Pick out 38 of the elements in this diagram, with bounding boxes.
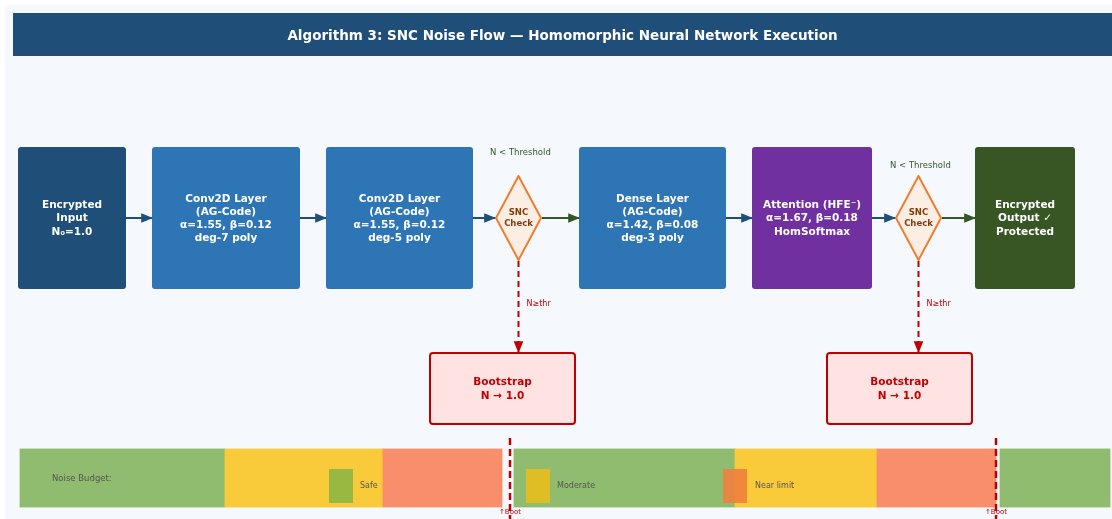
arrow [125,213,154,223]
decision-diamond [895,175,942,261]
legend-label: Safe [360,481,378,490]
node-label: Encrypted Output ✓ Protected [993,198,1057,238]
bootstrap-box [826,352,973,425]
legend-label: Moderate [557,481,596,490]
attention-box [752,147,872,289]
bar-title: Noise Budget: [52,473,112,483]
node-label: Encrypted Input N₀=1.0 [40,198,104,238]
node-label: Dense Layer (AG-Code) α=1.42, β=0.08 deg-3 poly [605,191,700,245]
node-label: Conv2D Layer (AG-Code) α=1.55, β=0.12 deg-7 poly [179,191,273,245]
node-label: Conv2D Layer (AG-Code) α=1.55, β=0.12 deg-5 poly [352,191,447,245]
arrow [871,213,897,223]
arrow [941,213,977,223]
legend-label: Near limit [755,481,795,490]
bootstrap-box [429,352,576,425]
decision-label: SNC Check [503,207,534,229]
condition-label: N < Threshold [490,147,551,157]
edge-label: N≥thr [925,299,952,308]
arrow [725,213,754,223]
condition-label: N < Threshold [890,160,951,170]
node-label: Attention (HFE⁻) α=1.67, β=0.18 HomSoftmax [762,198,862,238]
diagram-title: Algorithm 3: SNC Noise Flow — Homomorphic Neural Network Execution [287,26,838,43]
arrow [513,260,524,354]
decision-label: SNC Check [903,207,934,229]
layer-box [326,147,473,289]
layer-box [152,147,300,289]
input-box [18,147,126,289]
arrow [541,213,581,223]
arrow [913,260,924,354]
edge-label: N≥thr [525,299,552,308]
arrow [472,213,497,223]
decision-diamond [495,175,542,261]
arrow [299,213,328,223]
node-label: Bootstrap N → 1.0 [869,375,930,402]
node-label: Bootstrap N → 1.0 [472,375,533,402]
layer-box [579,147,726,289]
output-box [975,147,1075,289]
